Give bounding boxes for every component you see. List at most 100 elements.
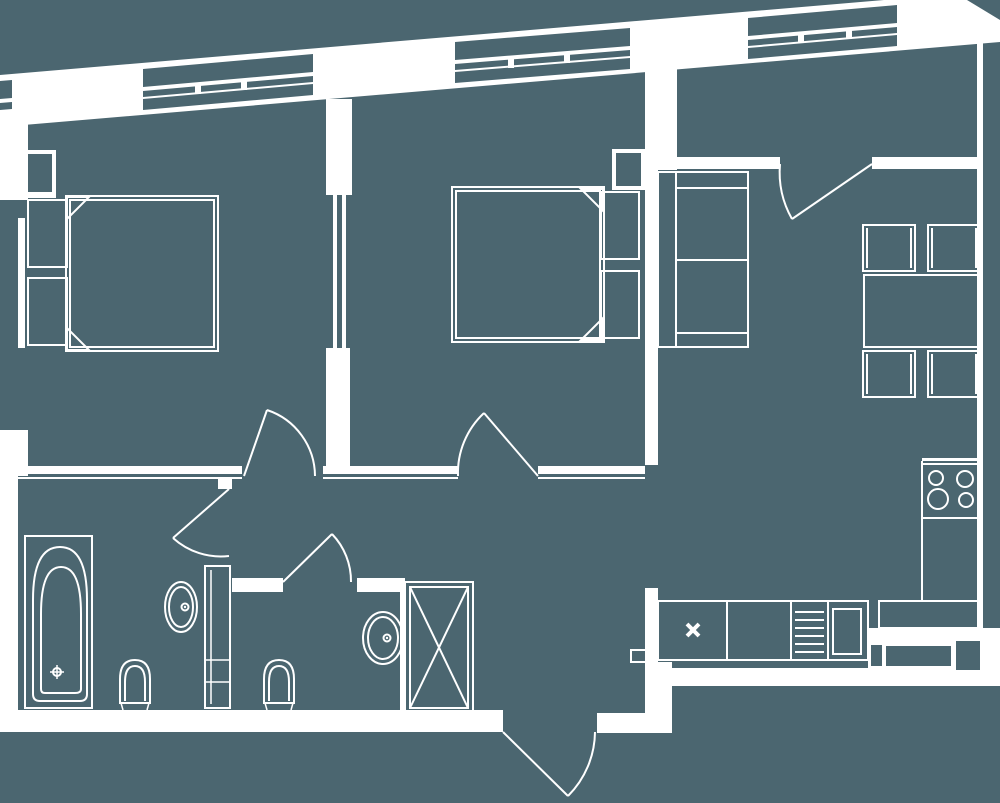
bedroom-divider-line (342, 195, 346, 348)
window-glazing (748, 27, 897, 46)
bedroom2-south-wall-line (538, 477, 645, 479)
window-mullion (798, 34, 804, 43)
window-glazing (0, 102, 12, 110)
bathroom2-north-wall-east (357, 578, 405, 592)
east-wall (977, 42, 983, 628)
toilet-bowl (124, 664, 146, 701)
toilet-leg (120, 702, 124, 711)
oven (832, 608, 862, 655)
bathroom1-door-leaf (172, 488, 230, 539)
shower (404, 581, 474, 714)
bed-2 (451, 186, 605, 343)
shower-cross (409, 586, 469, 709)
window-mullion (564, 54, 570, 63)
kitchen-unit (886, 646, 951, 666)
window-glazing (0, 80, 12, 99)
window-mullion (508, 59, 514, 68)
bedroom1-south-wall (18, 466, 242, 474)
toilet-leg (264, 702, 268, 711)
south-wall-west (0, 710, 503, 732)
dining-chair (927, 350, 981, 398)
hob-burner (958, 492, 974, 508)
washbasin-bowl (168, 586, 194, 628)
toilet (263, 658, 295, 704)
bathroom1-door-jamb (218, 477, 232, 489)
nightstand (600, 191, 640, 260)
window-glazing (748, 5, 897, 36)
bedroom2-south-wall-line (323, 477, 458, 479)
nightstand (600, 270, 640, 339)
washbasin-tap (183, 605, 187, 609)
bathtub-inner (40, 565, 82, 694)
washbasin (362, 611, 404, 665)
bedroom1-door-leaf (243, 409, 268, 477)
nightstand (27, 277, 68, 346)
window-glazing (455, 28, 630, 60)
bathroom-partition-duct (204, 565, 231, 709)
toilet-leg (146, 702, 150, 711)
hall-east-wall-upper (645, 170, 658, 465)
kitchen-worktop (878, 600, 979, 629)
hob-burner (956, 470, 974, 488)
south-wall-east (657, 668, 1000, 686)
bed-1 (65, 195, 219, 352)
nightstand (27, 199, 68, 268)
bed-2-pillow-fold (578, 315, 604, 341)
bed-2-mattress (455, 190, 601, 339)
bedroom1-south-wall-line (18, 477, 242, 479)
west-wall-upper (0, 110, 28, 200)
hob-burner (927, 488, 949, 510)
balcony-wall-east (872, 157, 978, 169)
dining-chair (862, 224, 916, 272)
kitchen-unit (956, 641, 980, 670)
entrance-door-swing (567, 731, 596, 797)
window-mullion (241, 81, 247, 90)
bathroom2-east-wall (400, 592, 406, 713)
bed-2-pillow-fold (578, 188, 604, 214)
bedroom2-south-wall-east (538, 466, 645, 474)
bedroom1-door-swing (266, 409, 316, 477)
appliance-x-mark (685, 622, 701, 638)
balcony-pier (645, 68, 677, 170)
balcony-door-swing (778, 163, 793, 220)
toilet-leg (290, 702, 294, 711)
washbasin-tap (382, 633, 392, 643)
window-glazing (748, 35, 897, 59)
east-wall-corner (983, 628, 1000, 686)
window-glazing (143, 84, 313, 110)
kitchen-unit (871, 645, 882, 666)
bedroom2-door-leaf (483, 412, 539, 477)
bathtub-outer (32, 545, 88, 702)
bathroom1-door-swing (172, 537, 230, 558)
window-glazing (143, 54, 313, 87)
shower-tray (409, 586, 469, 709)
dining-chair (862, 350, 916, 398)
bedroom2-south-wall-west (323, 466, 458, 474)
bathroom2-door-leaf (282, 533, 333, 583)
bed-1-mattress (69, 199, 215, 348)
bedroom-divider-pier-south (326, 348, 350, 466)
window-glazing (455, 58, 630, 83)
kitchen-counter-edge (922, 458, 978, 461)
west-wall-lower (0, 476, 18, 710)
toilet (119, 658, 151, 704)
hob (921, 463, 979, 519)
balcony-door-leaf (791, 163, 873, 220)
washbasin-tap (385, 636, 389, 640)
toilet-bowl (268, 664, 290, 701)
entrance-door-leaf (502, 731, 569, 797)
wall-service-box (630, 649, 648, 663)
bedroom2-door-swing (456, 412, 485, 477)
bedroom-divider-line (333, 195, 337, 348)
balcony-wall-west (670, 157, 780, 169)
window-mullion (846, 30, 852, 39)
wall-cabinet (28, 154, 52, 192)
dining-table (863, 274, 979, 348)
washbasin-tap (180, 602, 190, 612)
wall-cabinet (616, 153, 641, 186)
hob-burner (928, 470, 944, 486)
window-glazing (143, 76, 313, 97)
bedroom-divider-pier-north (326, 99, 352, 195)
window-mullion (195, 85, 201, 94)
